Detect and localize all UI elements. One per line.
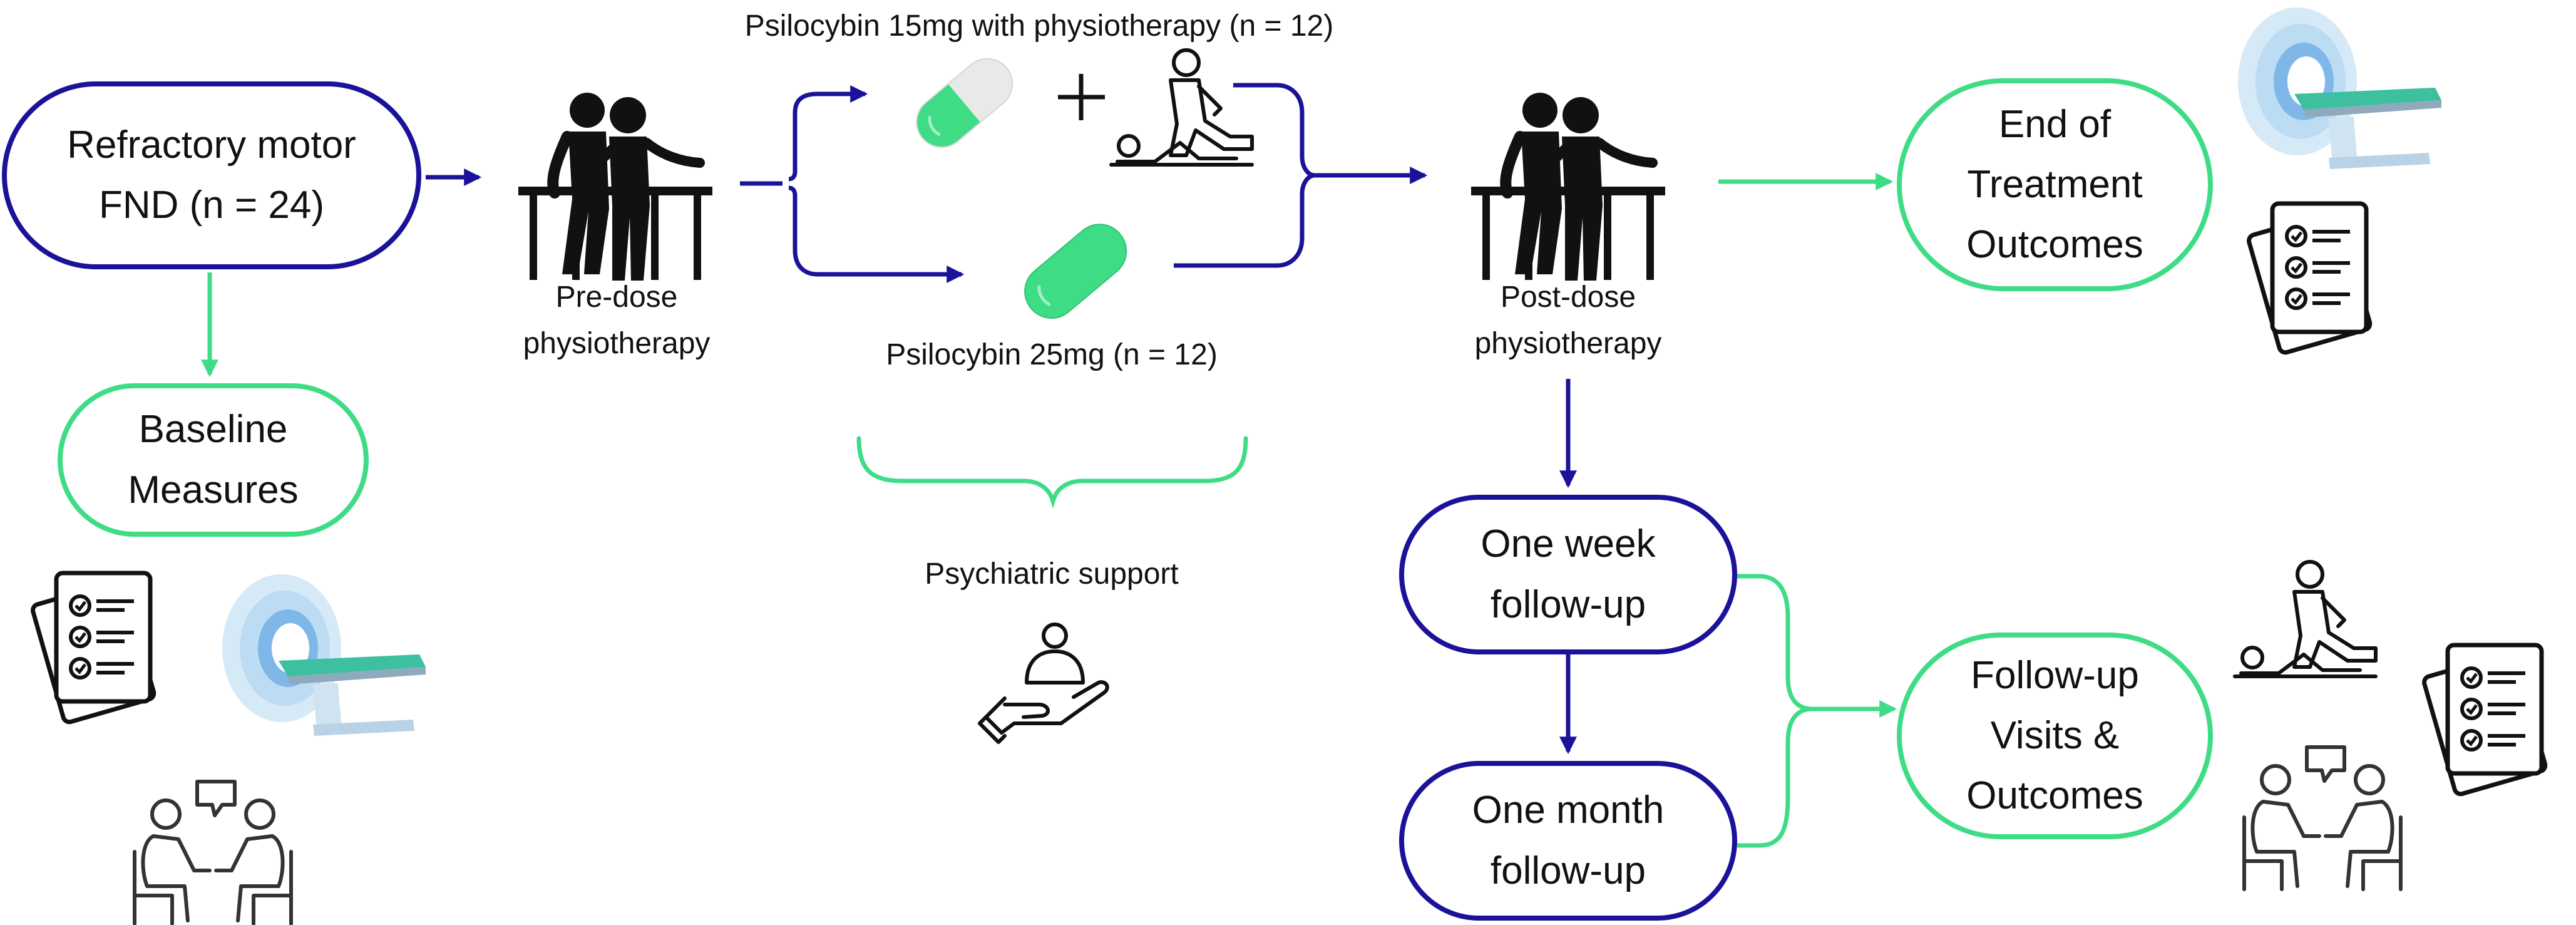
capsule-icon <box>1014 214 1137 329</box>
node-text: Visits & <box>1990 713 2120 757</box>
label-pre-dose-physiotherapy: Pre-dose physiotherapy <box>495 274 739 368</box>
label-text: Post-dose <box>1500 281 1636 314</box>
node-text: Outcomes <box>1966 774 2143 818</box>
support-hand-icon <box>980 624 1107 742</box>
node-text: Outcomes <box>1966 223 2143 267</box>
node-text: Treatment <box>1967 162 2143 206</box>
label-post-dose-physiotherapy: Post-dose physiotherapy <box>1446 274 1690 368</box>
node-text: End of <box>1998 102 2112 146</box>
mri-scanner-icon <box>222 574 426 736</box>
physio-exercise-icon <box>2235 562 2376 676</box>
node-text: Refractory motor <box>67 123 356 167</box>
label-arm-15mg: Psilocybin 15mg with physiotherapy (n = … <box>744 9 1334 43</box>
mri-scanner-icon <box>2238 8 2441 169</box>
label-text: physiotherapy <box>523 327 711 361</box>
consultation-icon <box>135 782 291 924</box>
node-text: Follow-up <box>1971 653 2139 697</box>
physiotherapy-icon <box>1471 93 1665 281</box>
label-arm-25mg: Psilocybin 25mg (n = 12) <box>886 338 1218 371</box>
node-text: Baseline <box>138 408 288 452</box>
label-text: Pre-dose <box>555 281 678 314</box>
checklist-icon <box>2247 204 2371 354</box>
checklist-icon <box>2423 645 2547 795</box>
brace-split-arms <box>740 91 958 277</box>
node-text: One week <box>1480 522 1656 566</box>
node-text: Measures <box>128 468 299 512</box>
brace-merge-follow-ups <box>1737 574 1891 848</box>
capsule-icon <box>906 49 1022 158</box>
label-text: physiotherapy <box>1474 327 1662 361</box>
node-text: follow-up <box>1490 582 1646 626</box>
psychiatric-support-brace <box>856 436 1248 509</box>
brace-merge-arms <box>1174 83 1421 268</box>
consultation-icon <box>2244 747 2401 889</box>
node-one-week-follow-up: One week follow-up <box>1399 495 1737 654</box>
node-text: FND (n = 24) <box>98 183 325 227</box>
checklist-icon <box>31 573 155 723</box>
label-psychiatric-support: Psychiatric support <box>925 557 1179 591</box>
physio-exercise-icon <box>1111 50 1252 165</box>
physiotherapy-icon <box>518 93 712 281</box>
node-text: follow-up <box>1490 849 1646 892</box>
node-text: One month <box>1472 788 1665 832</box>
node-one-month-follow-up: One month follow-up <box>1399 761 1737 921</box>
